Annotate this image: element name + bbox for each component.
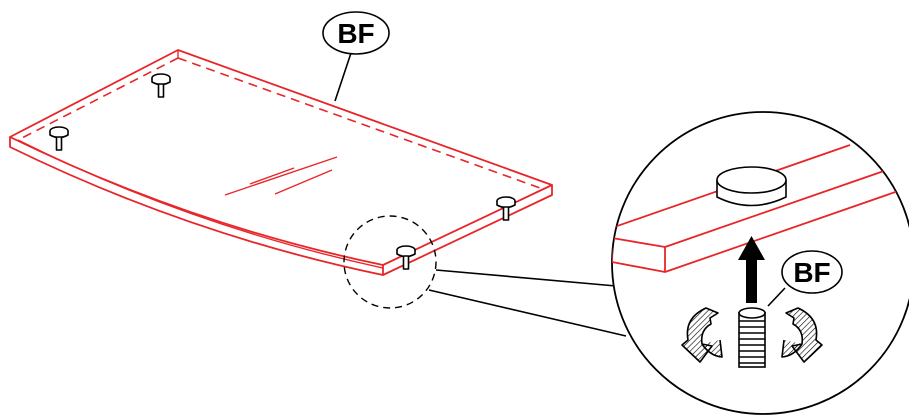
rotate-ccw-icon [681,307,723,363]
threaded-stud-icon [738,307,766,368]
detail-marker [343,215,627,337]
rotate-cw-icon [781,307,823,363]
part-callout-top: BF [322,11,390,102]
part-code-label-detail: BF [793,257,830,288]
foot-peg-icon [396,245,416,270]
foot-peg-icon [151,73,171,98]
foot-cap-icon [716,166,787,207]
detail-view: BF [611,111,909,415]
foot-peg-icon [496,196,516,221]
glass-shelf [9,49,553,276]
foot-peg-icon [49,126,69,151]
glass-reflection-marks [224,156,338,196]
part-code-label-top: BF [337,18,374,49]
up-arrow-icon [738,236,765,303]
